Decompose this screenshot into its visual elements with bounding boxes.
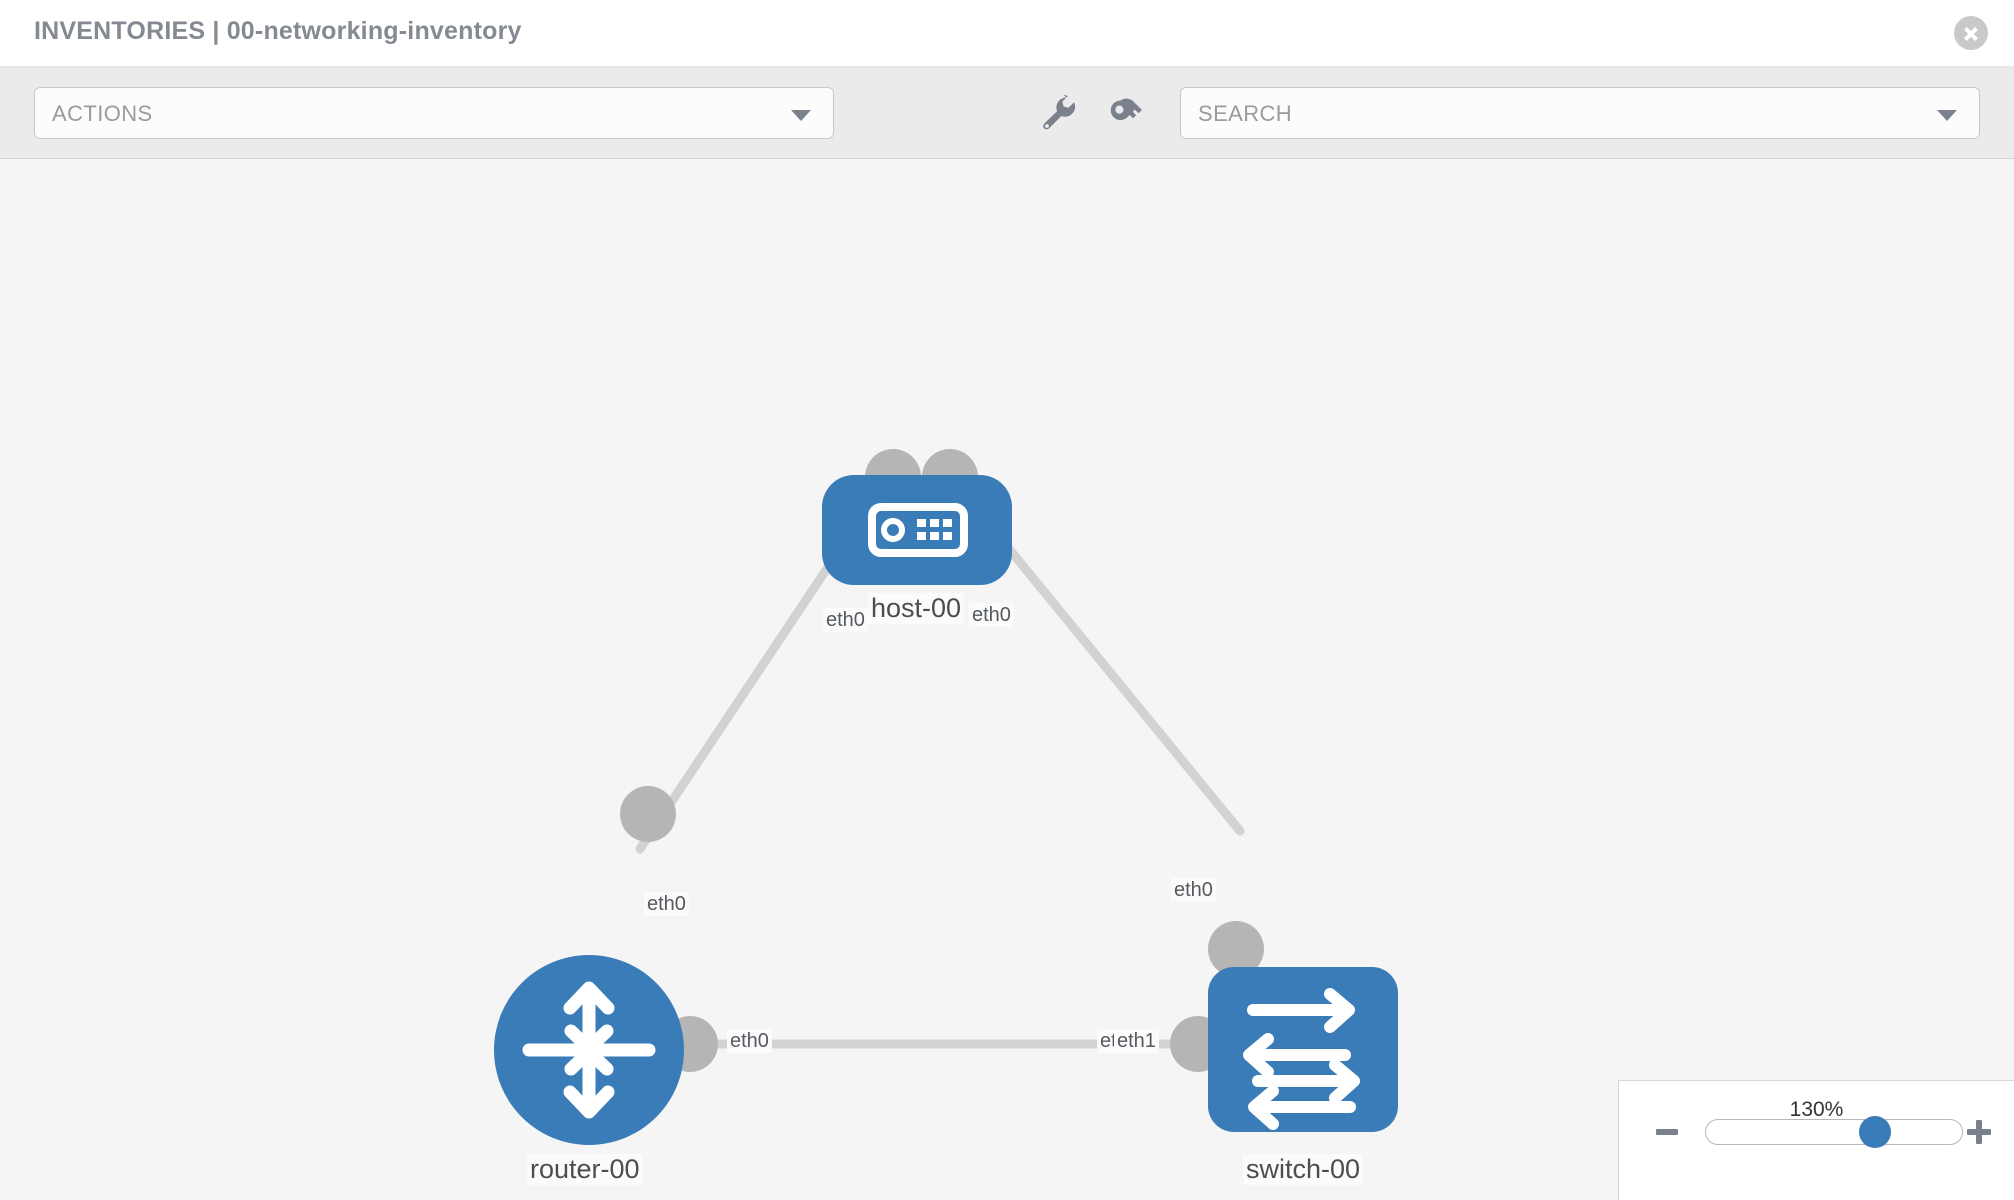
node-router-00 (494, 955, 684, 1145)
iface-label-switch00-left-eth1: eth1 (1114, 1029, 1159, 1053)
minus-icon[interactable] (1656, 1129, 1678, 1135)
wrench-icon[interactable] (1036, 91, 1080, 135)
server-appliance-icon (868, 503, 968, 557)
toolbar: ACTIONS SEARCH (0, 67, 2014, 159)
iface-label-host00-left: eth0 (823, 608, 868, 632)
four-arrows-icon (522, 981, 656, 1119)
node-host-00-shape (822, 475, 1012, 585)
search-placeholder: SEARCH (1198, 101, 1293, 126)
actions-dropdown-label: ACTIONS (52, 101, 153, 126)
zoom-slider-thumb[interactable] (1858, 1116, 1891, 1148)
connector-router00-top (620, 786, 676, 842)
zoom-slider-track[interactable] (1705, 1119, 1963, 1145)
node-switch-00 (1208, 967, 1398, 1132)
node-label-switch-00[interactable]: switch-00 (1243, 1154, 1364, 1185)
iface-label-router00-top: eth0 (644, 892, 689, 916)
iface-label-router00-right: eth0 (727, 1029, 772, 1053)
plus-icon[interactable] (1967, 1120, 1991, 1144)
search-input[interactable]: SEARCH (1180, 87, 1980, 139)
zoom-panel: 130% (1618, 1080, 2014, 1200)
iface-label-switch00-top: eth0 (1171, 878, 1216, 902)
iface-label-host00-right: eth0 (969, 603, 1014, 627)
actions-dropdown[interactable]: ACTIONS (34, 87, 834, 139)
page-header: INVENTORIES | 00-networking-inventory (0, 0, 2014, 67)
page-title: INVENTORIES | 00-networking-inventory (34, 17, 522, 45)
node-label-host-00[interactable]: host-00 (868, 593, 965, 624)
chevron-down-icon (791, 110, 811, 121)
zoom-level-value: 130% (1789, 1098, 1844, 1121)
chevron-down-icon[interactable] (1937, 110, 1957, 121)
node-label-router-00[interactable]: router-00 (527, 1154, 643, 1185)
close-icon[interactable] (1954, 16, 1988, 50)
topology-graph (494, 449, 1398, 1145)
connector-switch00-top (1208, 921, 1264, 977)
key-icon[interactable] (1104, 91, 1148, 135)
node-host-00 (822, 475, 1012, 585)
swap-arrows-icon (1243, 988, 1360, 1130)
topology-canvas[interactable]: eth0 eth0 eth0 eth0 eth0 eth0 eth1 host-… (0, 159, 2014, 1200)
